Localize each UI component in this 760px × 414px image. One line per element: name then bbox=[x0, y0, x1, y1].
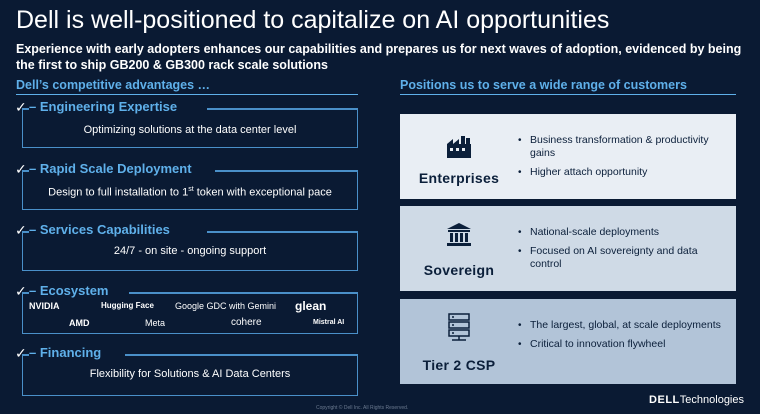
advantage-description: Optimizing solutions at the data center … bbox=[83, 124, 297, 136]
check-icon: ✓ bbox=[15, 99, 27, 115]
list-item: Focused on AI sovereignty and data contr… bbox=[518, 245, 730, 271]
advantage-description: Flexibility for Solutions & AI Data Cent… bbox=[89, 368, 291, 380]
advantage-services: ✓ – Services Capabilities 24/7 - on site… bbox=[15, 222, 358, 271]
advantage-title: – Engineering Expertise bbox=[29, 99, 181, 114]
amd-logo: AMD bbox=[69, 318, 90, 328]
slide-subtitle: Experience with early adopters enhances … bbox=[16, 42, 742, 72]
nvidia-logo: NVIDIA bbox=[29, 301, 60, 311]
government-building-icon bbox=[447, 223, 471, 246]
mistral-ai-logo: Mistral AI bbox=[313, 319, 345, 326]
list-item: Higher attach opportunity bbox=[518, 166, 730, 179]
customer-bullets: Business transformation & productivity g… bbox=[518, 134, 730, 185]
advantage-ecosystem: ✓ – Ecosystem NVIDIA Hugging Face Google… bbox=[15, 283, 358, 334]
check-icon: ✓ bbox=[15, 161, 27, 177]
advantage-title: – Services Capabilities bbox=[29, 222, 173, 237]
customer-name: Enterprises bbox=[418, 170, 500, 186]
list-item: Critical to innovation flywheel bbox=[518, 338, 730, 351]
advantage-title: – Rapid Scale Deployment bbox=[29, 161, 195, 176]
check-icon: ✓ bbox=[15, 283, 27, 299]
list-item: National-scale deployments bbox=[518, 226, 730, 239]
google-gdc-logo: Google GDC with Gemini bbox=[175, 301, 277, 311]
server-rack-icon bbox=[448, 313, 470, 341]
advantage-rapid-scale: ✓ – Rapid Scale Deployment Design to ful… bbox=[15, 161, 358, 210]
check-icon: ✓ bbox=[15, 222, 27, 238]
advantage-description: 24/7 - on site - ongoing support bbox=[113, 245, 267, 257]
factory-icon bbox=[447, 136, 471, 158]
customer-card-sovereign: Sovereign National-scale deployments Foc… bbox=[400, 206, 736, 291]
customer-bullets: The largest, global, at scale deployment… bbox=[518, 319, 730, 357]
slide-title: Dell is well-positioned to capitalize on… bbox=[16, 6, 610, 34]
advantage-description: Design to full installation to 1st token… bbox=[48, 186, 332, 199]
advantage-engineering: ✓ – Engineering Expertise Optimizing sol… bbox=[15, 99, 358, 148]
advantage-title: – Ecosystem bbox=[29, 283, 112, 298]
list-item: Business transformation & productivity g… bbox=[518, 134, 730, 160]
customer-name: Sovereign bbox=[423, 262, 495, 278]
hugging-face-logo: Hugging Face bbox=[101, 301, 154, 310]
left-section-heading: Dell’s competitive advantages … bbox=[16, 78, 358, 95]
customer-name: Tier 2 CSP bbox=[422, 357, 496, 373]
advantage-title: – Financing bbox=[29, 345, 105, 360]
cohere-logo: cohere bbox=[231, 317, 262, 328]
meta-logo: Meta bbox=[145, 318, 166, 328]
check-icon: ✓ bbox=[15, 345, 27, 361]
customer-card-enterprises: Enterprises Business transformation & pr… bbox=[400, 114, 736, 199]
advantage-financing: ✓ – Financing Flexibility for Solutions … bbox=[15, 345, 358, 396]
glean-logo: glean bbox=[295, 299, 327, 313]
copyright-note: Copyright © Dell Inc. All Rights Reserve… bbox=[316, 405, 409, 411]
customer-bullets: National-scale deployments Focused on AI… bbox=[518, 226, 730, 277]
dell-technologies-logo: DELLTechnologies bbox=[649, 394, 744, 406]
customer-card-tier2-csp: Tier 2 CSP The largest, global, at scale… bbox=[400, 299, 736, 384]
list-item: The largest, global, at scale deployment… bbox=[518, 319, 730, 332]
right-section-heading: Positions us to serve a wide range of cu… bbox=[400, 78, 736, 95]
